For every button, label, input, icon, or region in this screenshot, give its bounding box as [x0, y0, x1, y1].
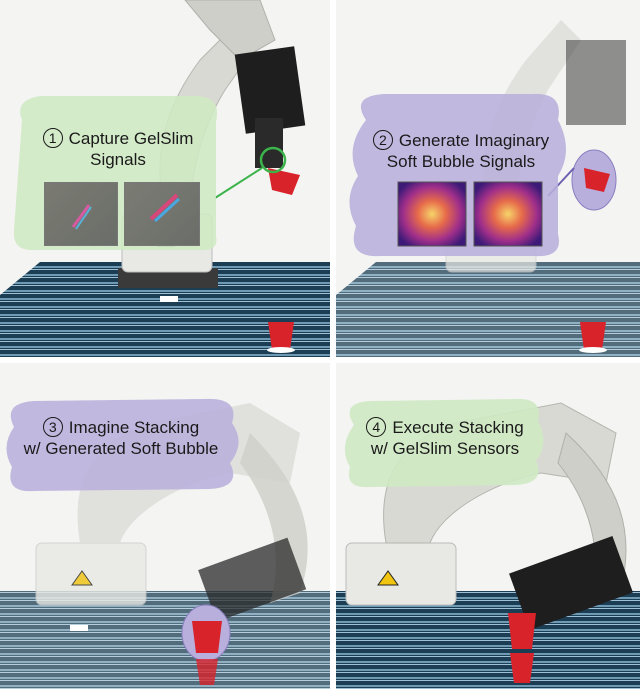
zoom-line — [214, 167, 263, 199]
red-cup-held — [584, 168, 610, 192]
step-number: 1 — [42, 128, 63, 148]
callout-bubble — [6, 398, 239, 492]
panel-execute-stacking: 4 Execute Stacking w/ GelSlim Sensors — [336, 363, 640, 689]
callout-line-1: Imagine Stacking — [68, 418, 200, 437]
gripper — [566, 40, 626, 125]
callout-text: 4 Execute Stacking w/ GelSlim Sensors — [350, 417, 540, 459]
callout-bubble — [344, 398, 544, 488]
scene-2 — [336, 0, 640, 357]
red-cup — [510, 653, 534, 683]
callout-text: 1 Capture GelSlim Signals — [18, 128, 218, 170]
red-cup-rim — [579, 347, 607, 353]
red-cup — [196, 659, 218, 685]
callout-line-1: Execute Stacking — [392, 418, 524, 437]
red-cup-held — [192, 621, 222, 653]
scene-3 — [0, 363, 330, 689]
heatmap-left — [397, 181, 467, 247]
robot-arm-upper — [184, 0, 276, 61]
red-cup-held — [268, 168, 300, 195]
gripper-finger — [255, 118, 283, 168]
table — [336, 262, 640, 357]
gripper — [234, 46, 306, 134]
callout-line-2: Soft Bubble Signals — [386, 152, 536, 171]
red-cup-rim — [267, 347, 295, 353]
panel-capture-gelslim: 1 Capture GelSlim Signals — [0, 0, 330, 357]
warning-label-icon — [71, 570, 93, 586]
robot-base-plate — [118, 268, 218, 288]
red-cup — [580, 322, 606, 350]
warning-label-icon — [377, 570, 399, 586]
callout-line-2: Signals — [90, 150, 146, 169]
table — [0, 591, 330, 689]
callout-line-2: w/ GelSlim Sensors — [370, 439, 520, 458]
table-fixture — [160, 296, 178, 302]
red-cup-held — [508, 613, 536, 649]
scene-1 — [0, 0, 330, 357]
scene-4 — [336, 363, 640, 689]
callout-line-2: w/ Generated Soft Bubble — [23, 439, 219, 458]
step-number: 3 — [42, 417, 63, 437]
step-number: 2 — [372, 130, 393, 150]
tactile-image-right — [124, 182, 200, 246]
red-cup — [268, 322, 294, 350]
callout-line-1: Capture GelSlim — [68, 129, 194, 148]
callout-text: 3 Imagine Stacking w/ Generated Soft Bubb… — [14, 417, 228, 459]
gripper — [198, 537, 307, 622]
robot-base — [345, 542, 457, 606]
callout-text: 2 Generate Imaginary Soft Bubble Signals — [356, 130, 566, 172]
step-number: 4 — [366, 417, 387, 437]
table — [0, 262, 330, 357]
heatmap-right — [473, 181, 543, 247]
panel-imagine-stacking: 3 Imagine Stacking w/ Generated Soft Bubb… — [0, 363, 330, 689]
panel-generate-soft-bubble: 2 Generate Imaginary Soft Bubble Signals — [336, 0, 640, 357]
zoom-circle — [259, 146, 287, 174]
tactile-image-left — [44, 182, 118, 246]
callout-line-1: Generate Imaginary — [398, 131, 550, 150]
table-fixture — [70, 625, 88, 631]
robot-base — [35, 542, 147, 606]
gripper — [509, 535, 633, 631]
